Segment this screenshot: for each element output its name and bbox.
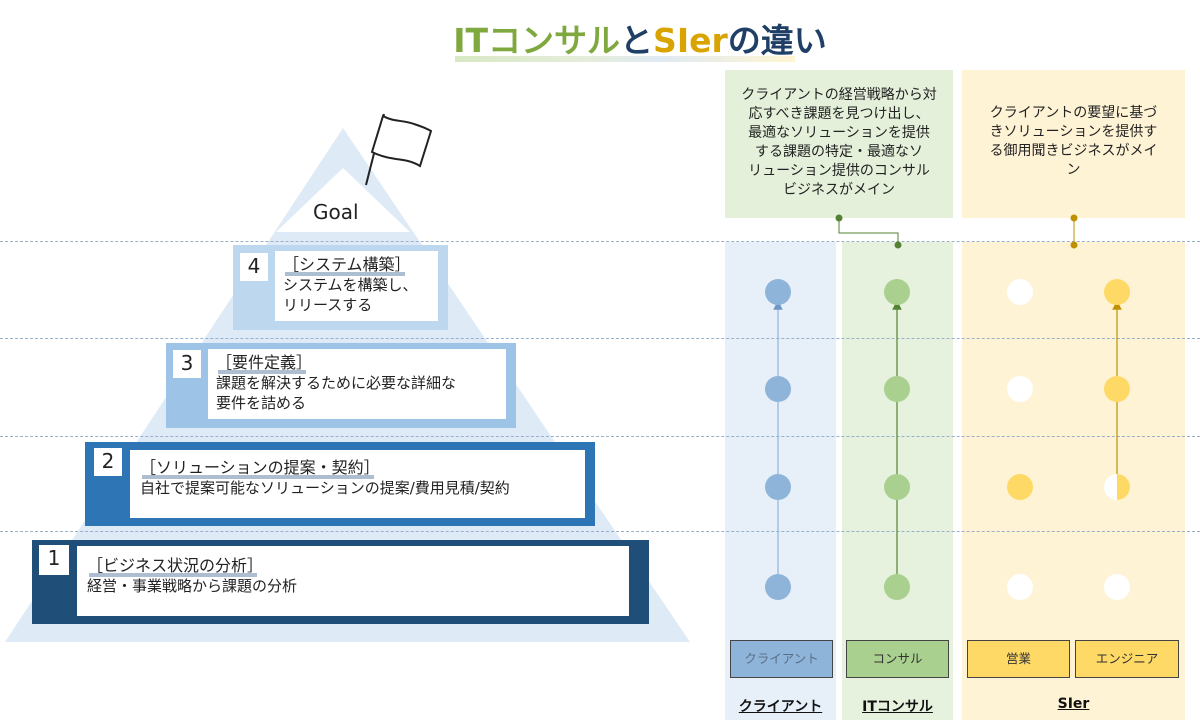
title-sier: SIer [653, 21, 728, 60]
engineer-dot-level1 [1104, 574, 1130, 600]
level-4-number: 4 [240, 253, 268, 281]
lane-label-client: クライアント [730, 640, 833, 678]
bottom-label-sier: SIer [1057, 696, 1090, 712]
consul-dot-level1 [884, 574, 910, 600]
level-3-text-box: ［要件定義］ 課題を解決するために必要な詳細な 要件を詰める [208, 349, 506, 419]
goal-label: Goal [313, 200, 359, 224]
consul-dot-level4 [884, 279, 910, 305]
consul-dot-level2 [884, 474, 910, 500]
sier-desc-panel [962, 70, 1185, 218]
flow-diagram [765, 214, 1130, 600]
client-dot-level1 [765, 574, 791, 600]
sales-dot-level2 [1007, 474, 1033, 500]
lane-label-consul: コンサル [846, 640, 949, 678]
flag-icon [365, 113, 433, 186]
level-2-heading: ［ソリューションの提案・契約］ [140, 458, 380, 479]
consul-desc-panel [725, 70, 953, 218]
title-difference: の違い [727, 21, 827, 60]
sales-dot-level3 [1007, 376, 1033, 402]
title-underline [455, 56, 795, 62]
engineer-dot-level3 [1104, 376, 1130, 402]
lane-label-engineer: エンジニア [1075, 640, 1179, 678]
engineer-dot-level4 [1104, 279, 1130, 305]
level-3-number: 3 [173, 350, 201, 378]
consul-dot-level3 [884, 376, 910, 402]
level-3-heading: ［要件定義］ [216, 353, 313, 374]
level-3-desc: 課題を解決するために必要な詳細な 要件を詰める [216, 374, 457, 412]
pyramid-inner-goal [276, 168, 410, 232]
level-2-number: 2 [94, 448, 122, 476]
level-1-number: 1 [39, 545, 69, 575]
divider-line-1 [0, 241, 1200, 242]
divider-line-4 [0, 531, 1200, 532]
title-itconsul: ITコンサル [453, 21, 621, 60]
client-dot-level4 [765, 279, 791, 305]
client-dot-level2 [765, 474, 791, 500]
client-dot-level3 [765, 376, 791, 402]
engineer-dot-level2-half [1104, 474, 1130, 500]
level-1-text-box: ［ビジネス状況の分析］ 経営・事業戦略から課題の分析 [77, 546, 629, 616]
consul-description: クライアントの経営戦略から対 応すべき課題を見つけ出し、 最適なソリューションを… [741, 87, 937, 198]
title-to: と [620, 21, 654, 60]
level-4-desc: システムを構築し、 リリースする [283, 276, 418, 314]
sier-description: クライアントの要望に基づ きソリューションを提供す る御用聞きビジネスがメイ ン [989, 105, 1158, 178]
page-title: ITコンサルとSIerの違い [0, 14, 1200, 62]
bottom-label-client: クライアント [738, 699, 823, 715]
level-4-heading: ［システム構築］ [283, 255, 411, 276]
level-2-text-box: ［ソリューションの提案・契約］ 自社で提案可能なソリューションの提案/費用見積/… [130, 450, 585, 518]
level-4-text-box: ［システム構築］ システムを構築し、 リリースする [275, 251, 438, 321]
sales-dot-level1 [1007, 574, 1033, 600]
level-1-heading: ［ビジネス状況の分析］ [87, 556, 264, 577]
sier-connector [1070, 214, 1078, 249]
consul-connector [835, 214, 902, 249]
lane-label-sales: 営業 [967, 640, 1070, 678]
bottom-label-consul: ITコンサル [862, 699, 933, 715]
level-1-desc: 経営・事業戦略から課題の分析 [87, 577, 298, 595]
sales-dot-level4 [1007, 279, 1033, 305]
divider-line-3 [0, 436, 1200, 437]
level-2-desc: 自社で提案可能なソリューションの提案/費用見積/契約 [140, 479, 510, 497]
divider-line-2 [0, 338, 1200, 339]
